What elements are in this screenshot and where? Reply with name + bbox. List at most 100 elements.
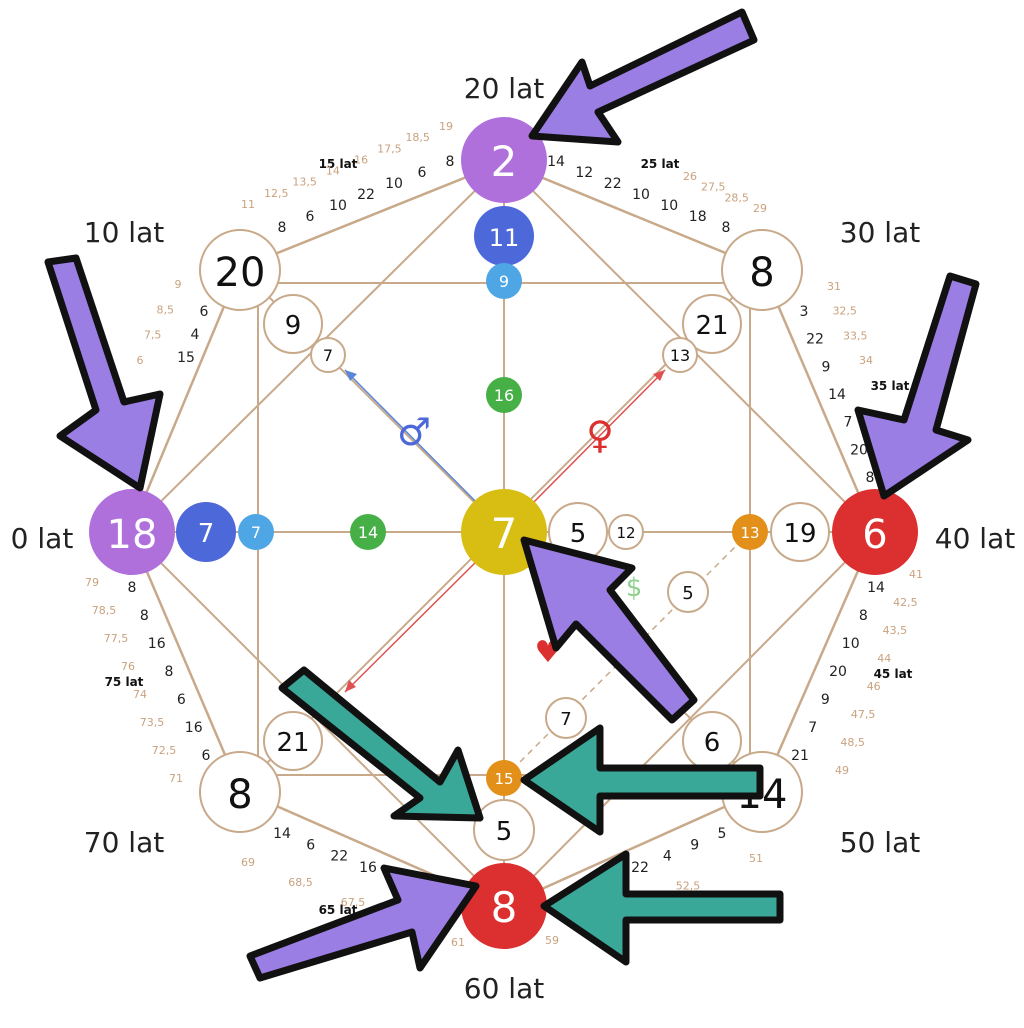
ring-number: 20	[850, 442, 868, 458]
ring-number: 5	[718, 826, 727, 842]
bottom-main-circle	[461, 863, 547, 949]
center-right-small-value: 12	[616, 524, 635, 542]
ring-number: 22	[604, 176, 622, 192]
arrow-left-purple	[44, 254, 164, 492]
tiny-age: 61	[451, 936, 465, 949]
age-15-marker: 15 lat	[319, 157, 358, 171]
top-main-value: 2	[491, 137, 518, 186]
age-35-marker: 35 lat	[871, 379, 910, 393]
female-arrowhead	[653, 370, 665, 381]
right-2-circle	[770, 502, 830, 562]
tiny-age: 59	[545, 934, 559, 947]
ring-number: 6	[306, 837, 315, 853]
horiz-mid-circle	[350, 514, 386, 550]
ring-number: 4	[191, 327, 200, 343]
tiny-age: 28,5	[724, 191, 749, 204]
right-2-value: 19	[783, 519, 816, 549]
tiny-age: 11	[241, 198, 255, 211]
ring-number: 8	[866, 470, 875, 486]
male-arrowhead	[345, 370, 357, 381]
bottom-2-value: 5	[496, 817, 513, 847]
horiz-mid-value: 14	[358, 523, 378, 542]
ring-number: 10	[842, 636, 860, 652]
ring-number: 9	[822, 359, 831, 375]
ring-number: 6	[202, 748, 211, 764]
top-2-circle	[474, 206, 534, 266]
left-main-circle	[89, 489, 175, 575]
vert-mid-circle	[486, 377, 522, 413]
ring-number: 20	[829, 664, 847, 680]
ring-number: 16	[185, 720, 203, 736]
top-3-circle	[486, 263, 522, 299]
tiny-age: 19	[439, 120, 453, 133]
female-icon: ♀	[586, 413, 614, 457]
ring-number: 22	[357, 187, 375, 203]
ring-number: 9	[690, 837, 699, 853]
tiny-age: 33,5	[843, 329, 868, 342]
tiny-ages-layer: 1112,513,5141617,518,5192627,528,52998,5…	[85, 120, 923, 949]
tiny-age: 17,5	[377, 142, 402, 155]
ring-number: 7	[808, 720, 817, 736]
ring-number: 3	[800, 304, 809, 320]
love-line	[344, 547, 491, 693]
bottom-2-circle	[473, 799, 535, 861]
ring-number: 21	[791, 748, 809, 764]
tiny-age: 13,5	[292, 176, 317, 189]
tiny-age: 41	[909, 568, 923, 581]
tiny-age: 31	[827, 280, 841, 293]
age-60: 60 lat	[464, 972, 544, 1005]
ring-number: 12	[575, 165, 593, 181]
tiny-age: 73,5	[140, 716, 165, 729]
ring-number: 22	[806, 332, 824, 348]
right-main-circle	[832, 489, 918, 575]
top-2-value: 11	[489, 224, 520, 252]
age-65-marker: 65 lat	[319, 903, 358, 917]
bl-corner-circle	[199, 751, 281, 833]
left-2-value: 7	[198, 519, 215, 549]
tiny-age: 51	[749, 852, 763, 865]
ring-number: 22	[631, 860, 649, 876]
bl-inner-value: 21	[276, 728, 309, 758]
ring-number: 6	[177, 692, 186, 708]
left-2-circle	[176, 502, 236, 562]
ring-number: 16	[148, 636, 166, 652]
left-main-value: 18	[107, 512, 158, 558]
tiny-age: 27,5	[701, 181, 726, 194]
love-arrowhead	[345, 680, 356, 692]
tiny-age: 78,5	[92, 604, 117, 617]
ring-number: 9	[821, 692, 830, 708]
tl-small-circle	[310, 337, 346, 373]
bottom-main-value: 8	[491, 883, 518, 932]
center-value: 7	[491, 509, 518, 558]
tiny-age: 16	[354, 153, 368, 166]
diag-a-circle	[667, 571, 709, 613]
arrow-top-purple	[528, 8, 758, 146]
ring-number: 18	[689, 209, 707, 225]
age-10: 10 lat	[84, 216, 164, 249]
tr-inner-value: 21	[695, 311, 728, 341]
tiny-age: 69	[241, 856, 255, 869]
center-right-value: 5	[570, 519, 587, 549]
age-75-marker: 75 lat	[105, 675, 144, 689]
age-20: 20 lat	[464, 72, 544, 105]
ring-number: 6	[306, 209, 315, 225]
tiny-age: 76	[121, 660, 135, 673]
top-3-value: 9	[499, 272, 509, 291]
arrow-bottom-left-purple	[246, 864, 480, 982]
ring-number: 16	[359, 860, 377, 876]
ring-number: 8	[278, 220, 287, 236]
female-line	[519, 369, 666, 517]
tiny-age: 72,5	[152, 744, 177, 757]
tiny-age: 49	[835, 764, 849, 777]
tiny-age: 48,5	[840, 736, 865, 749]
ring-number: 8	[165, 664, 174, 680]
ring-number: 14	[547, 154, 565, 170]
tl-corner-circle	[199, 229, 281, 311]
age-70: 70 lat	[84, 826, 164, 859]
ring-number: 22	[330, 849, 348, 865]
tiny-age: 52,5	[676, 879, 701, 892]
tiny-age: 14	[326, 165, 340, 178]
ring-number: 10	[329, 198, 347, 214]
ring-number: 6	[200, 304, 209, 320]
